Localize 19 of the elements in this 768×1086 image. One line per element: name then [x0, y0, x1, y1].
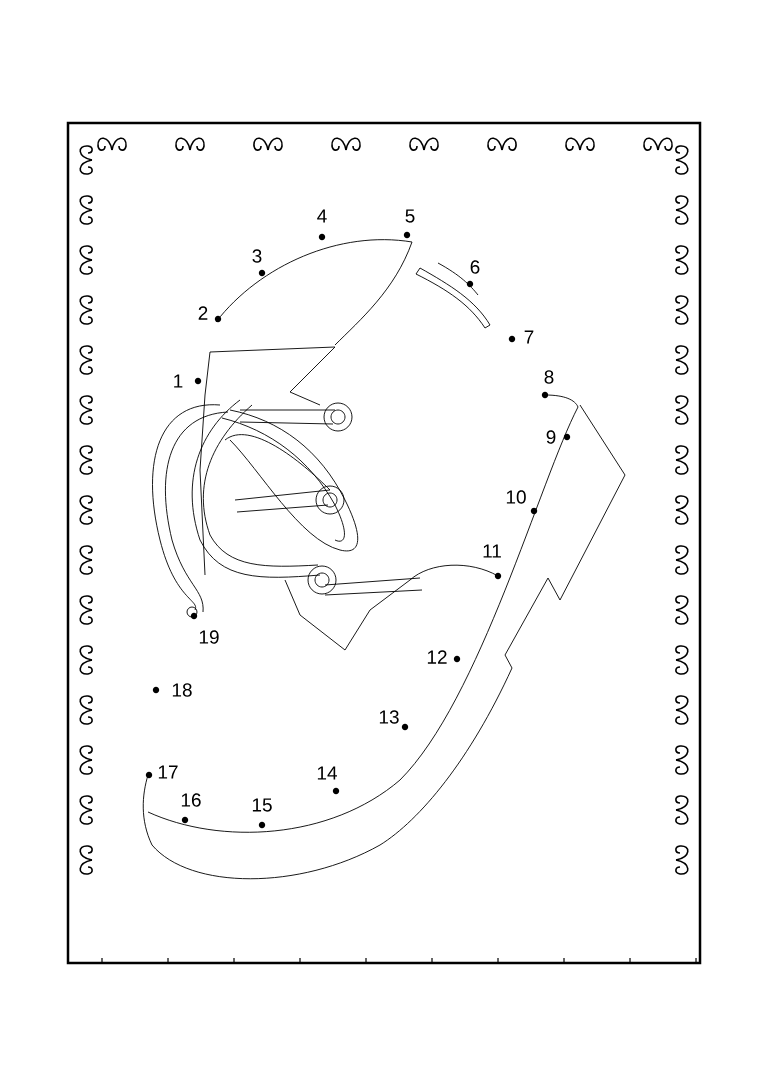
dot-number: 9 — [546, 430, 556, 444]
dot-number: 13 — [379, 710, 399, 724]
dot-number: 12 — [427, 650, 447, 664]
dot-number: 8 — [544, 370, 554, 384]
dot-number: 6 — [470, 260, 480, 274]
dot-number: 5 — [405, 209, 415, 223]
dot-number: 10 — [506, 490, 526, 504]
dot-number: 2 — [198, 306, 208, 320]
dot-number: 16 — [181, 793, 201, 807]
dot-number: 18 — [172, 683, 192, 697]
dot-number: 1 — [174, 374, 183, 388]
dot-number: 7 — [524, 330, 534, 344]
dot-number: 19 — [199, 630, 219, 644]
dot-number: 11 — [483, 544, 501, 558]
dot-number: 4 — [317, 209, 327, 223]
dot-number: 3 — [252, 249, 262, 263]
dot-number: 14 — [317, 766, 337, 780]
dot-number: 17 — [158, 765, 178, 779]
dot-number: 15 — [252, 798, 272, 812]
